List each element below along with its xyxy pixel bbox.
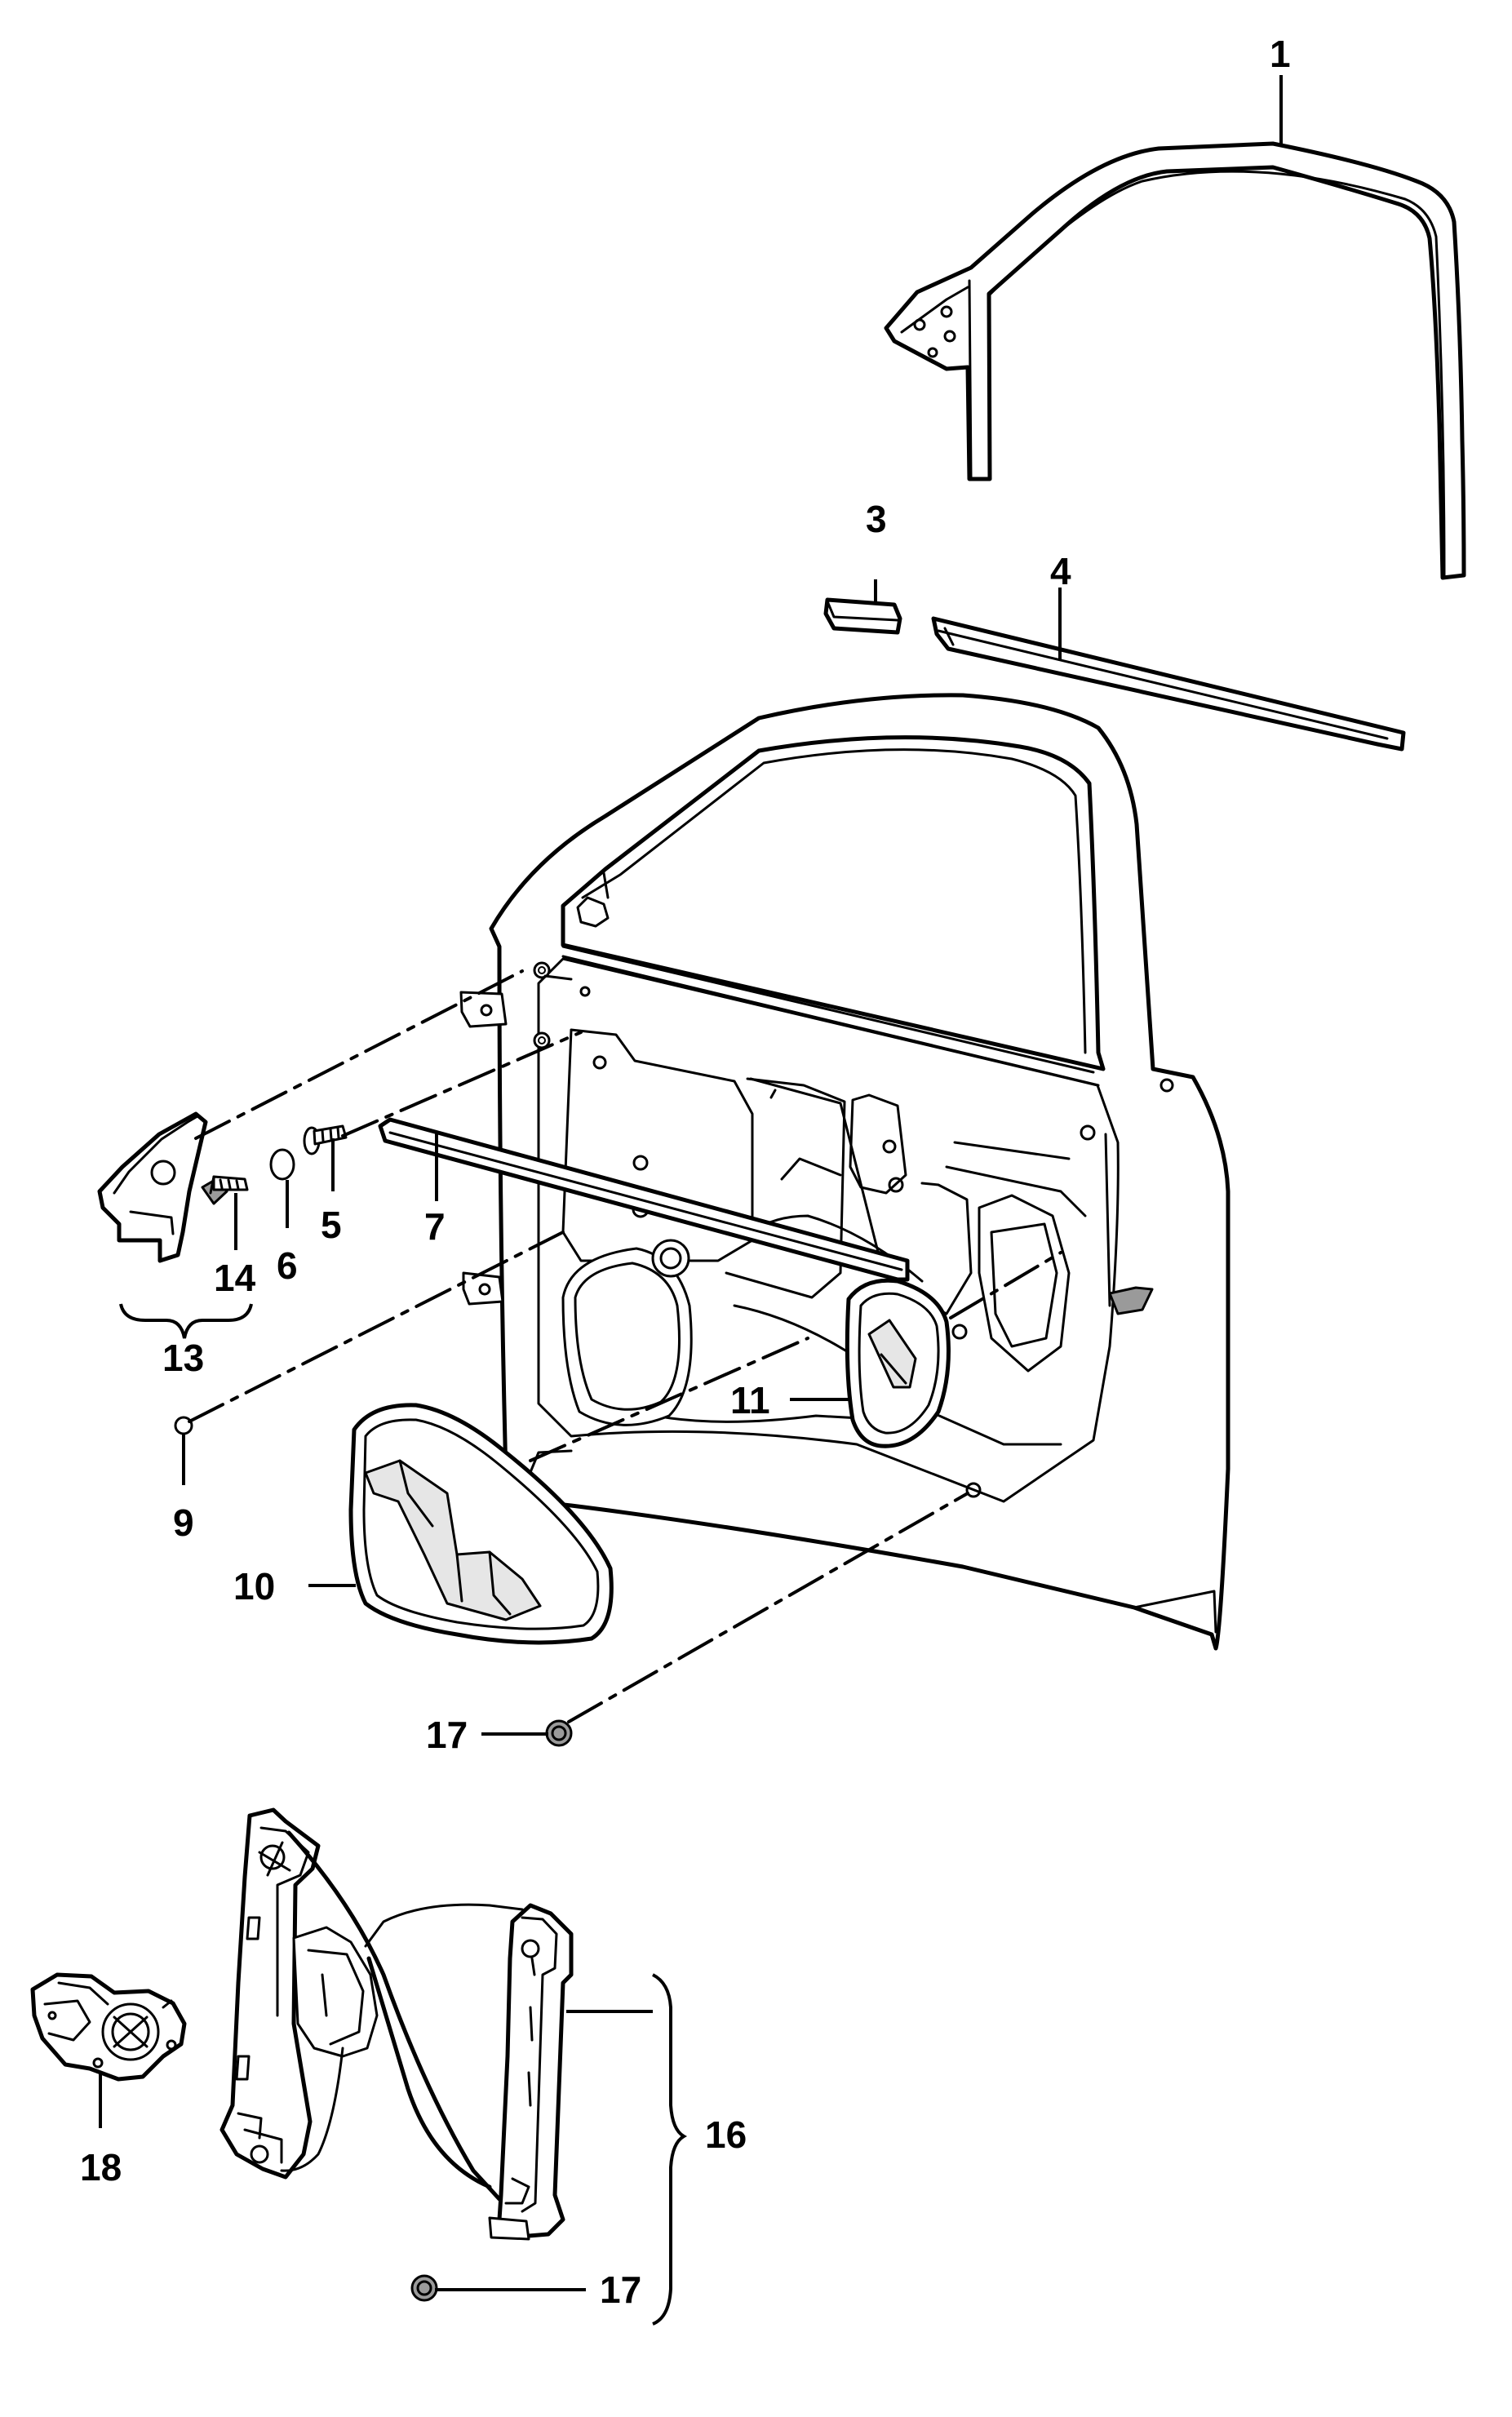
part-16-window-regulator bbox=[219, 1807, 574, 2302]
callout-labels: 1 3 4 5 6 7 9 10 11 13 14 16 17 17 18 bbox=[80, 33, 1291, 2311]
part-7-inner-belt-strip bbox=[378, 1117, 910, 1282]
callout-14: 14 bbox=[214, 1257, 256, 1299]
callout-1: 1 bbox=[1270, 33, 1291, 75]
callout-17-upper: 17 bbox=[426, 1714, 468, 1756]
callout-3: 3 bbox=[866, 498, 887, 540]
part-13-mirror-trim bbox=[97, 1111, 208, 1263]
part-17-nut-upper bbox=[545, 1719, 573, 1747]
part-6-washer bbox=[269, 1148, 295, 1181]
callout-16: 16 bbox=[705, 2113, 747, 2156]
part-1-door-frame-seal bbox=[884, 141, 1466, 580]
part-11-access-cover bbox=[845, 1278, 951, 1448]
callout-18: 18 bbox=[80, 2146, 122, 2189]
callout-13: 13 bbox=[162, 1337, 204, 1379]
part-5-bolt bbox=[303, 1124, 348, 1155]
callout-11: 11 bbox=[730, 1379, 770, 1421]
callout-4: 4 bbox=[1050, 550, 1071, 592]
leader-lines bbox=[99, 75, 1283, 2326]
part-4-window-strip bbox=[931, 616, 1406, 752]
part-10-inner-panel-cover bbox=[348, 1403, 614, 1645]
callout-7: 7 bbox=[424, 1205, 446, 1248]
callout-5: 5 bbox=[321, 1204, 342, 1246]
callout-6: 6 bbox=[277, 1244, 298, 1287]
callout-17-lower: 17 bbox=[600, 2268, 641, 2311]
callout-10: 10 bbox=[233, 1565, 275, 1608]
door-shell bbox=[459, 693, 1230, 1651]
part-3-clip bbox=[823, 597, 902, 635]
part-14-screw bbox=[201, 1175, 249, 1205]
part-18-motor bbox=[30, 1972, 187, 2082]
callout-9: 9 bbox=[173, 1501, 194, 1544]
assembly-lines bbox=[188, 969, 1062, 1723]
